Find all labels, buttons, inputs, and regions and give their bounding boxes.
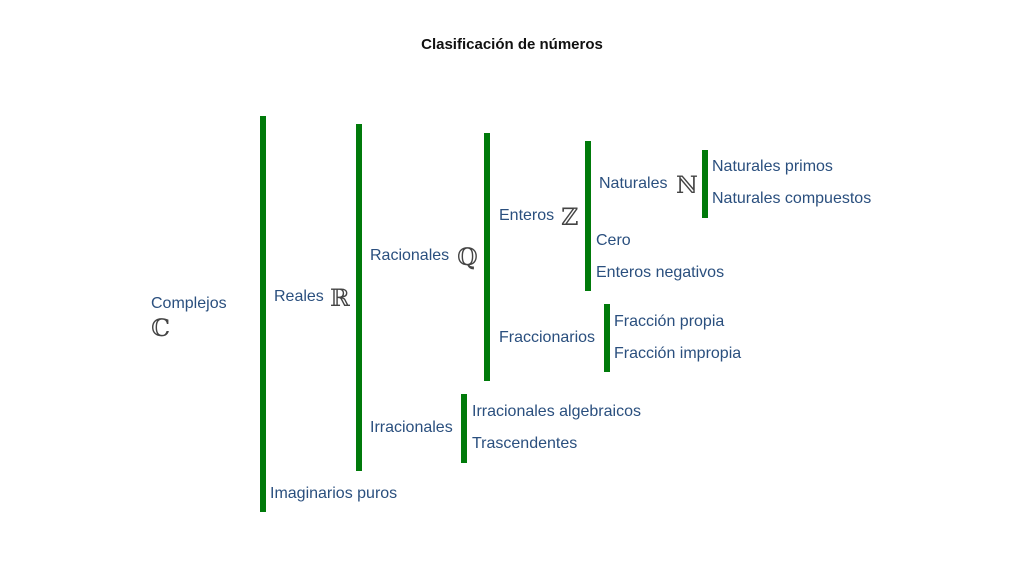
rational-set-symbol: ℚ (457, 243, 478, 271)
reales-brace (356, 124, 362, 471)
natural-set-symbol: ℕ (676, 171, 698, 199)
enteros-brace (585, 141, 591, 291)
imaginarios-puros-label: Imaginarios puros (270, 485, 398, 502)
irracionales-label: Irracionales (370, 419, 453, 436)
integer-set-symbol: ℤ (561, 203, 579, 231)
naturales-primos-label: Naturales primos (712, 158, 833, 175)
irracionales-brace (461, 394, 467, 463)
racionales-label: Racionales (370, 247, 450, 264)
reales-label: Reales (274, 288, 324, 305)
irracionales-algebraicos-label: Irracionales algebraicos (472, 403, 641, 420)
complejos-label: Complejos (151, 295, 227, 312)
enteros-label: Enteros (499, 207, 555, 224)
trascendentes-label: Trascendentes (472, 435, 578, 452)
fraccionarios-label: Fraccionarios (499, 329, 596, 346)
racionales-brace (484, 133, 490, 381)
fraccionarios-brace (604, 304, 610, 372)
complex-set-symbol: ℂ (151, 314, 171, 342)
diagram-title: Clasificación de números (421, 36, 603, 53)
naturales-compuestos-label: Naturales compuestos (712, 190, 872, 207)
real-set-symbol: ℝ (330, 284, 350, 312)
naturales-label: Naturales (599, 175, 668, 192)
fraccion-propia-label: Fracción propia (614, 313, 725, 330)
cero-label: Cero (596, 232, 631, 249)
naturales-brace (702, 150, 708, 218)
complejos-brace (260, 116, 266, 512)
enteros-negativos-label: Enteros negativos (596, 264, 725, 281)
fraccion-impropia-label: Fracción impropia (614, 345, 742, 362)
